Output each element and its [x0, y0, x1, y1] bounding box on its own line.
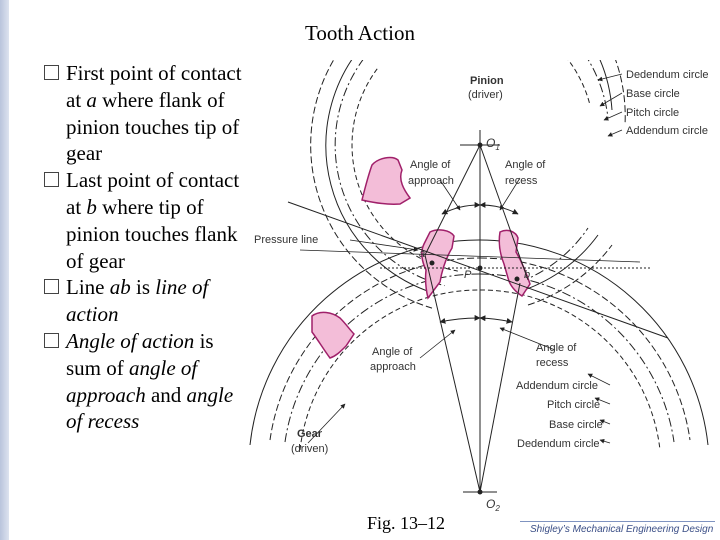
- center-o2-label: O2: [486, 497, 500, 513]
- bullet-text: and: [145, 382, 187, 407]
- gear-label: Gear: [297, 428, 323, 440]
- bullet-line-of-action: Line ab is line of action: [44, 274, 244, 328]
- bullet-box-icon: [44, 172, 59, 188]
- angle-approach-top-label-2: approach: [408, 175, 454, 187]
- angle-of-recess-term: angle of recess: [66, 382, 234, 434]
- line-of-action: [287, 201, 669, 339]
- point-a-dot: [429, 260, 435, 266]
- gear-teeth: [311, 156, 531, 359]
- point-p-dot: [477, 265, 483, 271]
- bullet-box-icon: [44, 65, 59, 80]
- slide-left-border: [0, 0, 9, 540]
- bullet-list: First point of contact at a where flank …: [44, 60, 244, 435]
- angle-recess-top-label-2: recess: [505, 175, 538, 187]
- bullet-text: Line: [66, 275, 110, 300]
- bullet-text: where tip of pinion touches flank of gea…: [66, 194, 238, 273]
- angle-approach-bottom-label-1: Angle of: [372, 346, 413, 358]
- gear-circles: [249, 239, 709, 451]
- gear-sub-label: (driven): [291, 443, 328, 455]
- pinion-pitch-label: Pitch circle: [626, 107, 679, 119]
- figure-caption: Fig. 13–12: [367, 513, 446, 533]
- tooth-action-diagram: Pinion (driver) Dedendum circle Base cir…: [249, 60, 709, 513]
- gear-dedendum-label: Dedendum circle: [517, 438, 600, 450]
- angle-recess-top-label-1: Angle of: [505, 159, 546, 171]
- point-a-label: a: [86, 87, 97, 112]
- angle-recess-bottom-label-1: Angle of: [536, 342, 577, 354]
- line-ab-label: ab: [109, 275, 131, 300]
- bullet-text: First point of contact at: [66, 61, 242, 112]
- pinion-base-label: Base circle: [626, 88, 680, 100]
- credit-divider: [520, 521, 715, 522]
- gear-base-label: Base circle: [549, 419, 603, 431]
- leader-lines: [307, 73, 623, 444]
- point-b-label: b: [86, 194, 97, 219]
- pinion-tooth-a: [421, 229, 455, 300]
- bullet-angle-of-action: Angle of action is sum of angle of appro…: [44, 328, 244, 435]
- bullet-text: is sum of: [66, 328, 214, 380]
- center-o1-label: O1: [486, 136, 500, 152]
- contact-points: [429, 142, 520, 495]
- point-p-label: P: [464, 269, 472, 281]
- angle-approach-bottom-label-2: approach: [370, 361, 416, 373]
- gear-tooth-left: [311, 311, 355, 359]
- gear-addendum-label: Addendum circle: [516, 380, 598, 392]
- line-of-action-term: line of action: [66, 275, 209, 327]
- slide-title: Tooth Action: [305, 21, 415, 45]
- center-o2-dot: [477, 489, 483, 495]
- pinion-sub-label: (driver): [468, 89, 503, 101]
- point-b-label: b: [524, 269, 530, 281]
- bullet-box-icon: [44, 332, 59, 348]
- bullet-box-icon: [44, 279, 59, 295]
- angle-of-action-term: Angle of action: [66, 328, 195, 353]
- book-credit: Shigley’s Mechanical Engineering Design: [530, 524, 714, 535]
- point-a-label: a: [419, 248, 425, 260]
- gear-pitch-label: Pitch circle: [547, 399, 600, 411]
- construction-lines: [287, 130, 669, 493]
- angle-recess-bottom-label-2: recess: [536, 357, 569, 369]
- bullet-text: where flank of pinion touches tip of gea…: [66, 87, 240, 166]
- angle-approach-top-label-1: Angle of: [410, 159, 451, 171]
- bullet-text: is: [130, 275, 156, 300]
- diagram-labels: Pinion (driver) Dedendum circle Base cir…: [254, 69, 709, 513]
- pressure-line-label: Pressure line: [254, 234, 318, 246]
- bullet-first-contact: First point of contact at a where flank …: [44, 60, 244, 167]
- pinion-label: Pinion: [470, 75, 504, 87]
- bullet-text: Last point of contact at: [66, 168, 240, 219]
- pinion-tooth-left: [361, 156, 412, 205]
- bullet-last-contact: Last point of contact at b where tip of …: [44, 167, 244, 274]
- angle-arrows: [439, 201, 519, 324]
- point-b-dot: [514, 276, 520, 282]
- pinion-addendum-label: Addendum circle: [626, 125, 708, 137]
- angle-of-approach-term: angle of approach: [66, 355, 198, 407]
- pinion-dedendum-label: Dedendum circle: [626, 69, 709, 81]
- center-o1-dot: [477, 142, 483, 148]
